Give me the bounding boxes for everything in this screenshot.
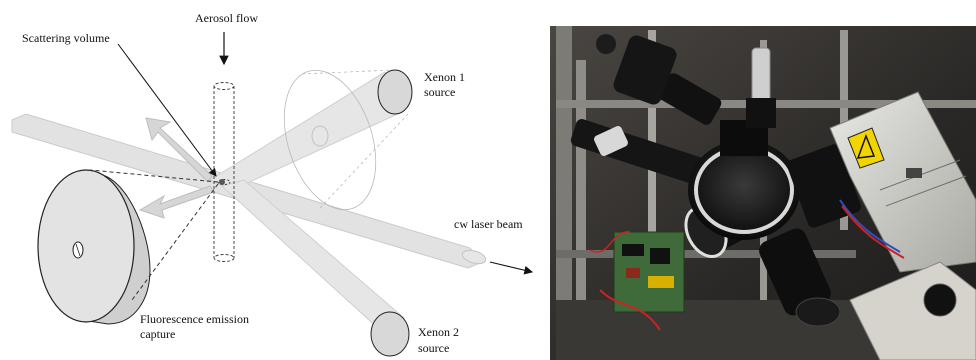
label-fluorescence-line2: capture: [140, 327, 175, 341]
laser-beam-end: [461, 249, 487, 265]
label-xenon2-line2: source: [418, 341, 449, 355]
label-xenon2-line1: Xenon 2: [418, 325, 459, 339]
label-fluorescence-line1: Fluorescence emission: [140, 312, 249, 326]
scatter-arrow-lower: [138, 185, 215, 219]
xenon1-source-disk: [377, 69, 413, 115]
label-xenon1-line1: Xenon 1: [424, 70, 465, 84]
cw-laser-arrow: [489, 261, 534, 275]
xenon2-beam: [220, 179, 405, 331]
power-supply-box: [829, 91, 976, 273]
scattering-volume-point: [219, 179, 225, 185]
fluorescence-capture-disk: [37, 169, 151, 325]
schematic-diagram: Aerosol flow Scattering volume Xenon 1 s…: [11, 11, 534, 357]
label-xenon1-line2: source: [424, 85, 455, 99]
circuit-board: [589, 231, 685, 331]
scatter-arrow-upper: [145, 117, 213, 183]
label-scattering-volume: Scattering volume: [22, 31, 110, 45]
apparatus-photo: [550, 26, 976, 360]
label-aerosol-flow: Aerosol flow: [195, 11, 258, 25]
warning-triangle-icon: [856, 133, 876, 159]
label-cw-laser: cw laser beam: [454, 217, 523, 231]
top-right-knob: [923, 283, 957, 317]
xenon2-source-disk: [370, 311, 410, 357]
central-chamber: [596, 34, 861, 327]
scattering-volume-leader: [117, 43, 217, 177]
capture-cone-lines: [89, 169, 219, 301]
xenon1-beam: [208, 71, 403, 191]
condenser-outline: [283, 69, 409, 211]
detector-module: [594, 126, 628, 156]
wiring: [839, 199, 901, 253]
